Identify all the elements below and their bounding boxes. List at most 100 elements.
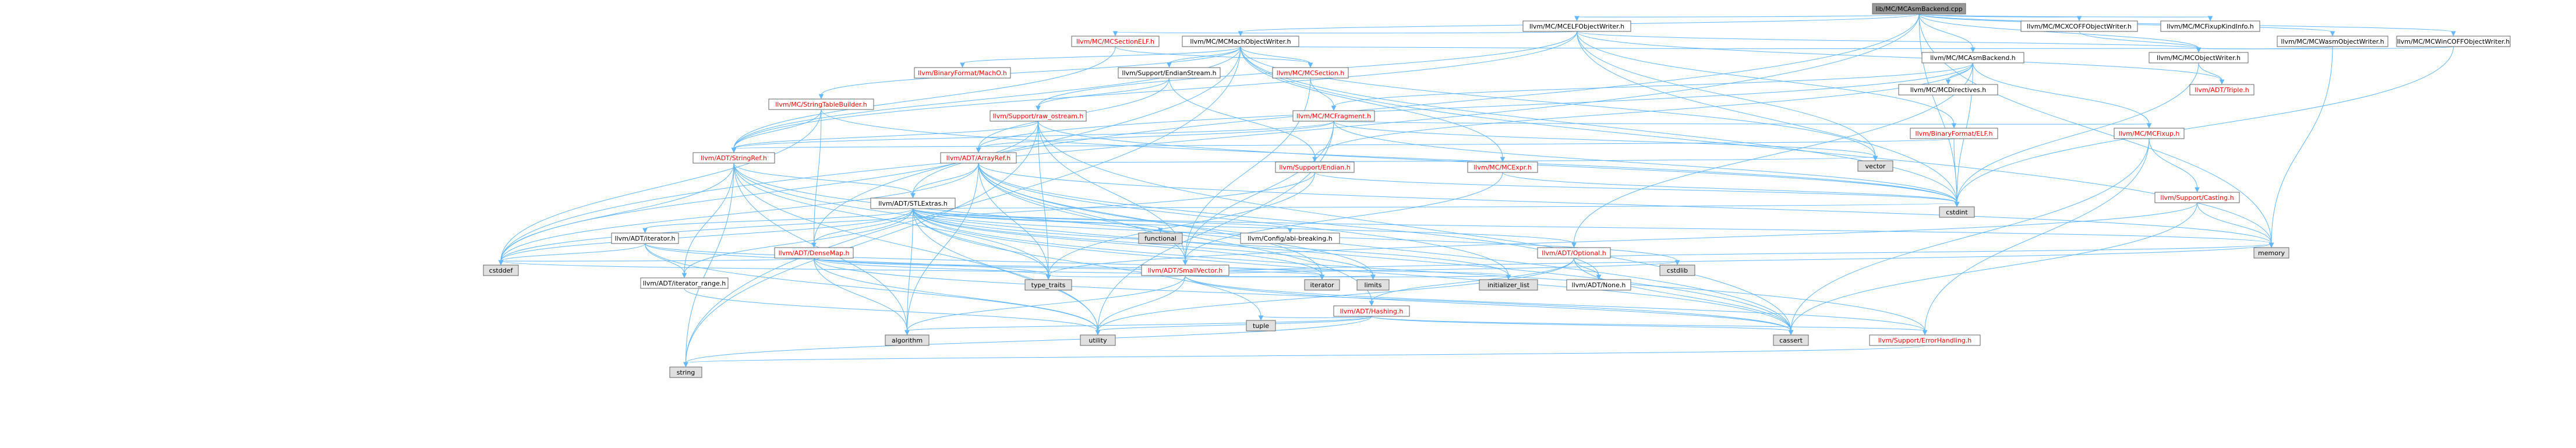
- node-endianstream[interactable]: llvm/Support/EndianStream.h: [1118, 67, 1221, 79]
- node-box: [611, 232, 679, 244]
- edge-elfwriter-to-triple: [1577, 31, 2225, 85]
- node-box: [1272, 67, 1349, 79]
- edge-hashing-to-utility: [1095, 316, 1372, 336]
- node-label: llvm/ADT/STLExtras.h: [878, 200, 948, 207]
- node-label: llvm/Config/abi-breaking.h: [1248, 235, 1332, 242]
- node-label: iterator: [1310, 281, 1334, 289]
- node-label: initializer_list: [1487, 281, 1530, 289]
- node-binelf[interactable]: llvm/BinaryFormat/ELF.h: [1910, 128, 1998, 139]
- edge-iteratorh-to-iterrange: [645, 243, 687, 278]
- edge-macho-to-mcexpr: [1240, 46, 1506, 163]
- edge-strtab-to-densemap: [811, 109, 822, 248]
- node-label: llvm/ADT/None.h: [1572, 281, 1626, 289]
- node-rawostream[interactable]: llvm/Support/raw_ostream.h: [990, 110, 1087, 122]
- node-box: [885, 334, 930, 346]
- node-tuple: tuple: [1246, 320, 1276, 331]
- node-box: [669, 366, 702, 378]
- edge-root-to-elfwriter: [1574, 13, 1920, 22]
- node-label: limits: [1365, 281, 1382, 289]
- node-arrayref[interactable]: llvm/ADT/ArrayRef.h: [940, 152, 1017, 164]
- node-label: string: [677, 369, 695, 376]
- edge-macho-to-mcsection: [1240, 46, 1313, 68]
- node-xcoff[interactable]: llvm/MC/MCXCOFFObjectWriter.h: [2020, 20, 2138, 32]
- edge-stlextras-to-iterrange: [681, 208, 913, 278]
- node-hashing[interactable]: llvm/ADT/Hashing.h: [1333, 305, 1410, 317]
- edge-xcoff-to-objwriter: [2079, 31, 2202, 53]
- node-string: string: [669, 366, 702, 378]
- node-elfwriter[interactable]: llvm/MC/MCELFObjectWriter.h: [1522, 20, 1631, 32]
- node-objwriter[interactable]: llvm/MC/MCObjectWriter.h: [2149, 52, 2249, 64]
- edge-endianstream-to-rawostream: [1036, 77, 1169, 111]
- node-stlextras[interactable]: llvm/ADT/STLExtras.h: [870, 197, 956, 209]
- node-label: llvm/MC/MCExpr.h: [1473, 164, 1532, 171]
- node-optional[interactable]: llvm/ADT/Optional.h: [1537, 247, 1611, 259]
- node-densemap[interactable]: llvm/ADT/DenseMap.h: [774, 247, 854, 259]
- node-casting[interactable]: llvm/Support/Casting.h: [2154, 192, 2240, 203]
- node-strtab[interactable]: llvm/MC/StringTableBuilder.h: [768, 98, 874, 110]
- node-box: [1292, 110, 1375, 122]
- node-endian[interactable]: llvm/Support/Endian.h: [1275, 161, 1355, 173]
- edge-macho-to-string: [683, 46, 1241, 368]
- node-smallvector[interactable]: llvm/ADT/SmallVector.h: [1141, 264, 1229, 276]
- edge-macho-to-memory: [1240, 46, 2274, 248]
- node-root[interactable]: lib/MC/MCAsmBackend.cpp: [1872, 3, 1966, 15]
- node-label: llvm/Support/raw_ostream.h: [993, 112, 1084, 120]
- edge-arrayref-to-vector: [978, 156, 1878, 164]
- node-abibreaking[interactable]: llvm/Config/abi-breaking.h: [1240, 232, 1340, 244]
- node-label: llvm/ADT/Optional.h: [1542, 249, 1606, 257]
- node-fixupkind[interactable]: llvm/MC/MCFixupKindInfo.h: [2160, 20, 2260, 32]
- edge-mcfragment-to-vector: [1333, 121, 1878, 161]
- node-mcexpr[interactable]: llvm/MC/MCExpr.h: [1467, 161, 1538, 173]
- node-box: [870, 197, 956, 209]
- node-iterrange[interactable]: llvm/ADT/iterator_range.h: [640, 277, 729, 289]
- node-label: llvm/MC/MCELFObjectWriter.h: [1529, 23, 1624, 30]
- node-cassert: cassert: [1773, 334, 1809, 346]
- edge-optional-to-hashing: [1369, 257, 1574, 306]
- node-none[interactable]: llvm/ADT/None.h: [1566, 279, 1631, 291]
- node-box: [1898, 84, 1998, 96]
- node-directives[interactable]: llvm/MC/MCDirectives.h: [1898, 84, 1998, 96]
- node-label: llvm/Support/Casting.h: [2160, 194, 2234, 202]
- node-label: functional: [1144, 235, 1176, 242]
- node-binmacho[interactable]: llvm/BinaryFormat/MachO.h: [914, 67, 1011, 79]
- node-box: [1240, 232, 1340, 244]
- edge-casting-to-memory: [2197, 202, 2274, 248]
- edge-mcfragment-to-mcfixup: [1333, 121, 2152, 129]
- node-wasmwriter[interactable]: llvm/MC/MCWasmObjectWriter.h: [2277, 36, 2388, 47]
- node-mcfragment[interactable]: llvm/MC/MCFragment.h: [1292, 110, 1375, 122]
- node-initlist: initializer_list: [1479, 279, 1538, 291]
- edge-wincoff-to-objwriter: [2196, 46, 2454, 53]
- node-label: llvm/ADT/Triple.h: [2195, 86, 2249, 94]
- edge-root-to-stlextras: [910, 13, 1920, 199]
- node-label: llvm/MC/MCFragment.h: [1296, 112, 1371, 120]
- edge-macho-to-endianstream: [1167, 46, 1241, 68]
- node-label: llvm/MC/MCAsmBackend.h: [1930, 54, 2016, 62]
- node-macho[interactable]: llvm/MC/MCMachObjectWriter.h: [1182, 36, 1299, 47]
- node-box: [1080, 334, 1116, 346]
- node-box: [1773, 334, 1809, 346]
- node-iteratorh[interactable]: llvm/ADT/iterator.h: [611, 232, 679, 244]
- node-mcsection[interactable]: llvm/MC/MCSection.h: [1272, 67, 1349, 79]
- node-secelf[interactable]: llvm/MC/MCSectionELF.h: [1071, 36, 1160, 47]
- node-asmbackend[interactable]: llvm/MC/MCAsmBackend.h: [1921, 52, 2024, 64]
- node-box: [940, 152, 1017, 164]
- node-label: llvm/MC/MCWasmObjectWriter.h: [2281, 38, 2384, 45]
- edge-stringref-to-stlextras: [733, 163, 916, 199]
- edge-arrayref-to-stlextras: [910, 163, 979, 199]
- node-label: llvm/MC/MCFixup.h: [2119, 130, 2180, 137]
- edge-stringref-to-cstddef: [498, 163, 734, 266]
- edge-strtab-to-stringref: [731, 109, 822, 153]
- node-label: cassert: [1779, 337, 1803, 344]
- edge-mcsection-to-mcfragment: [1310, 77, 1337, 111]
- node-label: llvm/MC/MCSection.h: [1277, 69, 1344, 77]
- node-stringref[interactable]: llvm/ADT/StringRef.h: [692, 152, 775, 164]
- node-box: [640, 277, 729, 289]
- node-wincoff[interactable]: llvm/MC/MCWinCOFFObjectWriter.h: [2396, 36, 2511, 47]
- node-label: cstdint: [1946, 209, 1968, 216]
- edge-errhandling-to-string: [683, 345, 1925, 368]
- edge-mcfixup-to-casting: [2149, 138, 2200, 193]
- node-errhandling[interactable]: llvm/Support/ErrorHandling.h: [1869, 334, 1981, 346]
- node-mcfixup[interactable]: llvm/MC/MCFixup.h: [2114, 128, 2185, 139]
- node-box: [692, 152, 775, 164]
- node-triple[interactable]: llvm/ADT/Triple.h: [2189, 84, 2255, 96]
